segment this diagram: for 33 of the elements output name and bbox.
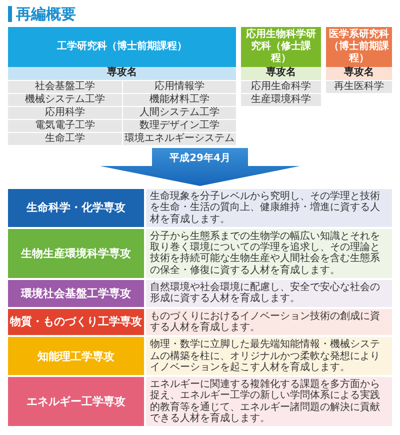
- section-title: 再編概要: [8, 6, 76, 22]
- major-name: 応用情報学: [122, 81, 236, 93]
- major-name: 機械システム工学: [8, 94, 122, 106]
- column-header: 専攻名: [8, 67, 236, 80]
- major-name: 応用科学: [8, 107, 122, 119]
- major-name: 機能材料工学: [122, 94, 236, 106]
- major-title: エネルギー工学専攻: [8, 377, 144, 426]
- department-header: 応用生物科学研究科（修士課程）: [241, 27, 321, 67]
- major-name: 応用生命科学: [241, 81, 321, 93]
- major-name: 再生医科学: [326, 81, 392, 93]
- department-header: 工学研究科（博士前期課程）: [8, 27, 236, 67]
- major-description: ものづくりにおけるイノベーション技術の創成に資する人材を育成します。: [146, 308, 392, 336]
- major-title: 環境社会基盤工学専攻: [8, 280, 144, 307]
- major-name: 生命工学: [8, 133, 122, 145]
- major-name: 環境エネルギーシステム: [122, 133, 236, 145]
- major-title: 知能理工学専攻: [8, 337, 144, 376]
- major-description: 自然環境や社会環境に配慮し、安全で安心な社会の形成に資する人材を育成します。: [146, 280, 392, 307]
- major-name: 社会基盤工学: [8, 81, 122, 93]
- major-name: 人間システム工学: [122, 107, 236, 119]
- major-name: 数理デザイン工学: [122, 120, 236, 132]
- major-description: 分子から生態系までの生物学の幅広い知識とそれを取り巻く環境についての学理を追求し、その理論と技術を持続可能な生物生産や人間社会を含む生態系の保全・修復に資する人材を育成します。: [146, 228, 392, 278]
- major-description: 物理・数学に立脚した最先端知能情報・機械システムの構築を柱に、オリジナルかつ柔軟な発想によりイノベーションを起こす人材を育成します。: [146, 337, 392, 376]
- major-name: 電気電子工学: [8, 120, 122, 132]
- major-title: 物質・ものづくり工学専攻: [8, 308, 144, 336]
- major-title: 生命科学・化学専攻: [8, 189, 144, 227]
- major-title: 生物生産環境科学専攻: [8, 228, 144, 278]
- department-header: 医学系研究科（博士前期課程）: [326, 27, 392, 67]
- major-name: 生産環境科学: [241, 94, 321, 106]
- column-header: 専攻名: [326, 67, 392, 80]
- column-header: 専攻名: [241, 67, 321, 80]
- down-arrow-banner: 平成29年4月: [100, 148, 300, 186]
- major-description: エネルギーに関連する複雑化する課題を多方面から捉え、エネルギー工学の新しい学問体系による実践的教育等を通じて、エネルギー諸問題の解決に貢献できる人材を育成します。: [146, 377, 392, 426]
- major-description: 生命現象を分子レベルから究明し、その学理と技術を生命・生活の質向上、健康維持・増進に資する人材を育成します。: [146, 189, 392, 227]
